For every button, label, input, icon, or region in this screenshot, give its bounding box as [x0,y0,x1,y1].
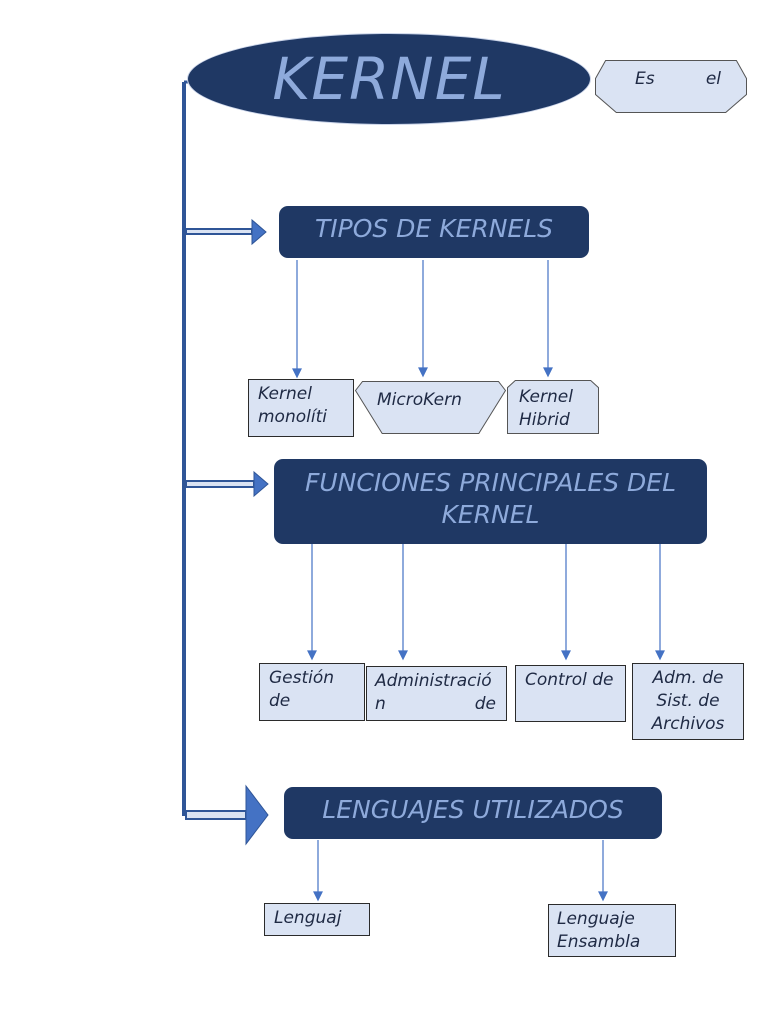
kernel-title: KERNEL [272,45,506,113]
header-tipos-de-kernels: TIPOS DE KERNELS [279,206,589,258]
definition-box-border [595,60,747,113]
item-administracion: Administración de [366,666,507,721]
item-kernel-monolitico: Kernel monolíti [248,379,354,437]
header-lenguajes-utilizados: LENGUAJES UTILIZADOS [284,787,662,839]
kernel-title-ellipse: KERNEL [187,33,591,125]
definition-text: Es el [635,69,721,89]
item-lenguaje: Lenguaj [264,903,370,936]
kernel-hibrido-border [507,380,599,434]
item-control: Control de [515,665,626,722]
definition-box: Es el [595,60,747,113]
item-connectors [292,260,665,902]
branch-arrow-lenguajes [185,784,269,846]
branch-arrow-tipos [185,218,267,246]
item-gestion: Gestión de [259,663,365,721]
branch-arrow-funciones [185,470,269,498]
item-lenguaje-ensamblador: Lenguaje Ensambla [548,904,676,957]
item-microkernel: MicroKern [355,381,506,434]
item-adm-sist-archivos: Adm. de Sist. de Archivos [632,663,744,740]
microkernel-border [355,381,506,434]
header-funciones-principales: FUNCIONES PRINCIPALES DEL KERNEL [274,459,707,544]
item-kernel-hibrido: Kernel Hibrid [507,380,599,434]
